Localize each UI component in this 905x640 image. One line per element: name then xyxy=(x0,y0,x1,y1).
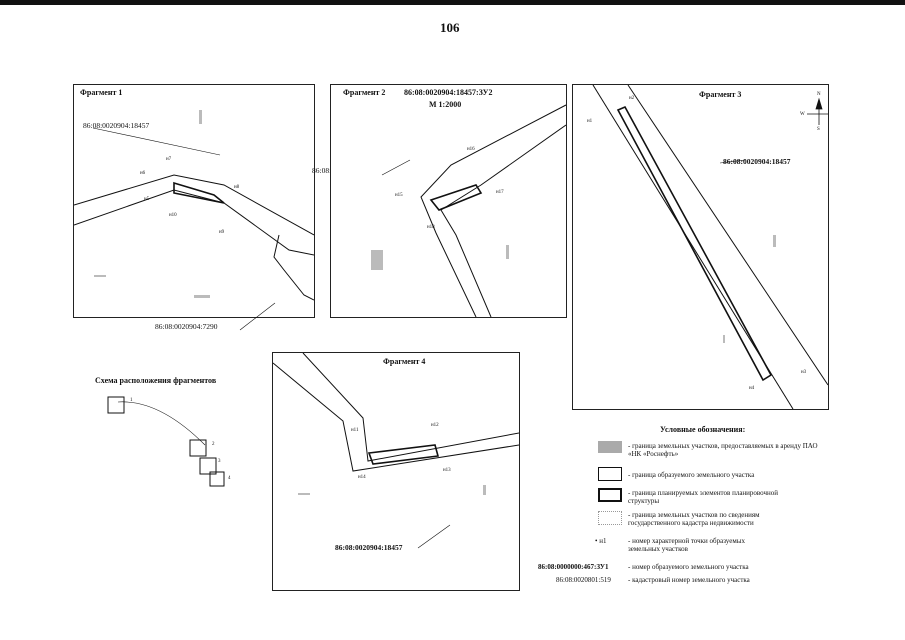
point-n6: н6 xyxy=(140,171,146,176)
fragment-1-title: Фрагмент 1 xyxy=(80,88,123,97)
legend-point-symbol: н1 xyxy=(599,537,607,545)
point-n11: н11 xyxy=(351,428,359,433)
fragment-3-parcel-label: 86:08:0020904:18457 xyxy=(723,157,791,166)
scheme-label-2: 2 xyxy=(212,442,215,447)
point-n9: н9 xyxy=(219,230,225,235)
scheme-label-4: 4 xyxy=(228,476,231,481)
point-n13: н13 xyxy=(443,468,451,473)
legend-text-cadastral: - граница земельных участков по сведения… xyxy=(628,511,760,527)
scheme-label-1: 1 xyxy=(130,398,133,403)
point-n16: н16 xyxy=(467,147,475,152)
page-number: 106 xyxy=(440,20,460,35)
point-n17: н17 xyxy=(496,190,504,195)
point-n1: н1 xyxy=(587,119,593,124)
point-n14: н14 xyxy=(358,475,366,480)
compass-south-label: S xyxy=(817,127,820,132)
legend-swatch-planned xyxy=(598,488,622,502)
legend-swatch-lease xyxy=(598,441,622,453)
fragment-4-panel: Фрагмент 4 86:08:0020904:18457 н11 н12 н… xyxy=(272,352,520,591)
compass-north-label: N xyxy=(817,92,821,97)
scheme-title: Схема расположения фрагментов xyxy=(95,376,217,385)
legend-title: Условные обозначения: xyxy=(660,425,746,434)
fragment-4-title: Фрагмент 4 xyxy=(383,357,426,366)
point-n5: н5 xyxy=(144,197,150,202)
fragment-1-bottom-parcel-label: 86:08:0020904:7290 xyxy=(155,322,218,331)
fragment-1-map xyxy=(74,110,314,301)
legend-swatch-cadastral xyxy=(598,511,622,525)
point-n8: н8 xyxy=(234,185,240,190)
legend-symbol-point: • н1 xyxy=(595,537,606,545)
legend-text-parcel-number: - номер образуемого земельного участка xyxy=(628,563,749,571)
fragment-3-title: Фрагмент 3 xyxy=(699,90,742,99)
point-n7: н7 xyxy=(166,157,172,162)
legend-text-planned: - граница планируемых элементов планиров… xyxy=(628,489,779,505)
fragment-3-panel: Фрагмент 3 86:08:0020904:18457 н2 н1 н4 … xyxy=(572,84,829,410)
fragment-1-parcel-label: 86:08:0020904:18457 xyxy=(83,121,150,130)
point-n12: н12 xyxy=(431,423,439,428)
fragment-1-panel: Фрагмент 1 86:08:0020904:18457 н7 н6 н8 … xyxy=(73,84,315,318)
fragment-2-map xyxy=(371,104,566,317)
legend-text-lease: - граница земельных участков, предоставл… xyxy=(628,442,818,458)
fragment-2-panel: Фрагмент 2 86:08:0020904:18457:ЗУ2 М 1:2… xyxy=(330,84,567,318)
point-n3: н3 xyxy=(801,370,807,375)
fragment-2-title: Фрагмент 2 xyxy=(343,88,386,97)
scheme-label-3: 3 xyxy=(218,459,221,464)
legend-symbol-parcel-number: 86:08:0000000:467:ЗУ1 xyxy=(538,563,609,571)
fragment-3-map xyxy=(592,85,828,409)
point-n10: н10 xyxy=(169,213,177,218)
legend-text-point: - номер характерной точки образуемых зем… xyxy=(628,537,745,553)
fragment-2-scale: М 1:2000 xyxy=(429,100,462,109)
fragment-2-subtitle: 86:08:0020904:18457:ЗУ2 xyxy=(404,88,493,97)
top-border-line xyxy=(0,0,905,5)
compass-west-label: W xyxy=(800,112,805,117)
legend-symbol-cadastral-number: 86:08:0020801:519 xyxy=(556,576,611,584)
point-n18: н18 xyxy=(427,225,435,230)
legend-text-new-parcel: - граница образуемого земельного участка xyxy=(628,471,755,479)
legend-swatch-new-parcel xyxy=(598,467,622,481)
legend-text-cadastral-number: - кадастровый номер земельного участка xyxy=(628,576,750,584)
fragment-4-parcel-label: 86:08:0020904:18457 xyxy=(335,543,403,552)
point-n2: н2 xyxy=(629,96,635,101)
point-n15: н15 xyxy=(395,193,403,198)
fragment-4-map xyxy=(273,353,519,495)
point-dot-icon: • xyxy=(595,537,598,545)
point-n4: н4 xyxy=(749,386,755,391)
